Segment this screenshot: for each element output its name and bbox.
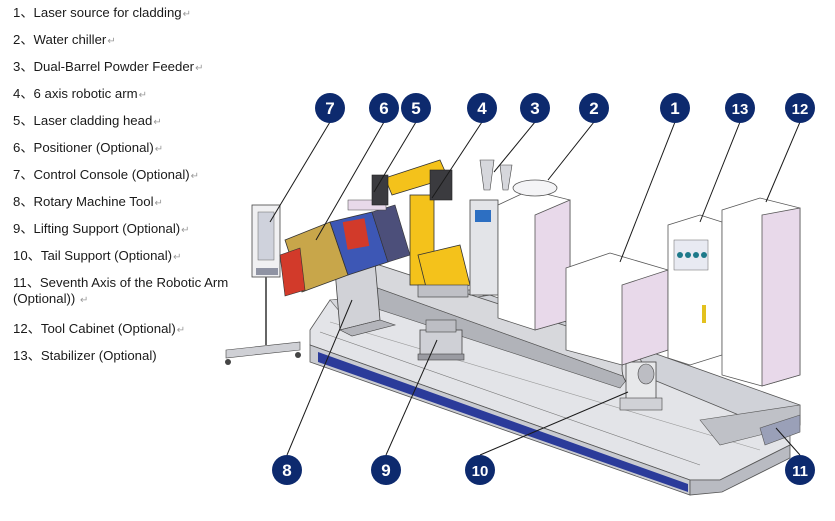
- svg-text:2: 2: [589, 99, 598, 118]
- svg-text:3: 3: [530, 99, 539, 118]
- legend-item-4: 4、6 axis robotic arm↵: [13, 86, 147, 101]
- callout-badge-6: 6: [369, 93, 399, 123]
- stabilizer: [667, 214, 723, 366]
- svg-text:10: 10: [472, 463, 489, 480]
- legend-item-6: 6、Positioner (Optional)↵: [13, 140, 164, 155]
- callout-badge-7: 7: [315, 93, 345, 123]
- robotic-arm: [371, 159, 471, 298]
- legend-item-2: 2、Water chiller↵: [13, 32, 116, 47]
- legend-item-10: 10、Tail Support (Optional)↵: [13, 248, 182, 263]
- legend-item-11: 11、Seventh Axis of the Robotic Arm (Opti…: [13, 275, 229, 306]
- lifting-support: [417, 319, 465, 361]
- svg-text:8: 8: [282, 461, 291, 480]
- legend-item-12: 12、Tool Cabinet (Optional)↵: [13, 321, 186, 336]
- svg-text:4: 4: [477, 99, 487, 118]
- svg-text:12: 12: [792, 101, 809, 118]
- legend-item-1: 1、Laser source for cladding↵: [13, 5, 191, 20]
- water-chiller: [497, 179, 571, 331]
- callout-badge-1: 1: [660, 93, 690, 123]
- control-console: [225, 204, 301, 365]
- legend-item-13: 13、Stabilizer (Optional): [13, 348, 157, 363]
- callout-badge-4: 4: [467, 93, 497, 123]
- legend-item-9: 9、Lifting Support (Optional)↵: [13, 221, 190, 236]
- callout-badge-10: 10: [465, 455, 495, 485]
- tool-cabinet: [721, 197, 801, 387]
- callout-badge-3: 3: [520, 93, 550, 123]
- svg-text:6: 6: [379, 99, 388, 118]
- callout-leader-lines: [269, 121, 801, 456]
- svg-text:7: 7: [325, 99, 334, 118]
- legend-item-5: 5、Laser cladding head↵: [13, 113, 162, 128]
- legend-item-8: 8、Rotary Machine Tool↵: [13, 194, 163, 209]
- laser-source: [565, 252, 669, 366]
- callout-badge-2: 2: [579, 93, 609, 123]
- callout-badge-12: 12: [785, 93, 815, 123]
- positioner: [279, 199, 411, 297]
- legend-item-3: 3、Dual-Barrel Powder Feeder↵: [13, 59, 204, 74]
- svg-text:5: 5: [411, 99, 420, 118]
- svg-text:13: 13: [732, 101, 749, 118]
- callout-badge-11: 11: [785, 455, 815, 485]
- callout-badge-13: 13: [725, 93, 755, 123]
- callout-badge-9: 9: [371, 455, 401, 485]
- svg-text:1: 1: [670, 99, 679, 118]
- legend-item-7: 7、Control Console (Optional)↵: [13, 167, 200, 182]
- svg-text:9: 9: [381, 461, 390, 480]
- callout-badge-5: 5: [401, 93, 431, 123]
- svg-text:11: 11: [792, 463, 808, 480]
- tail-support: [619, 361, 663, 411]
- callout-badge-8: 8: [272, 455, 302, 485]
